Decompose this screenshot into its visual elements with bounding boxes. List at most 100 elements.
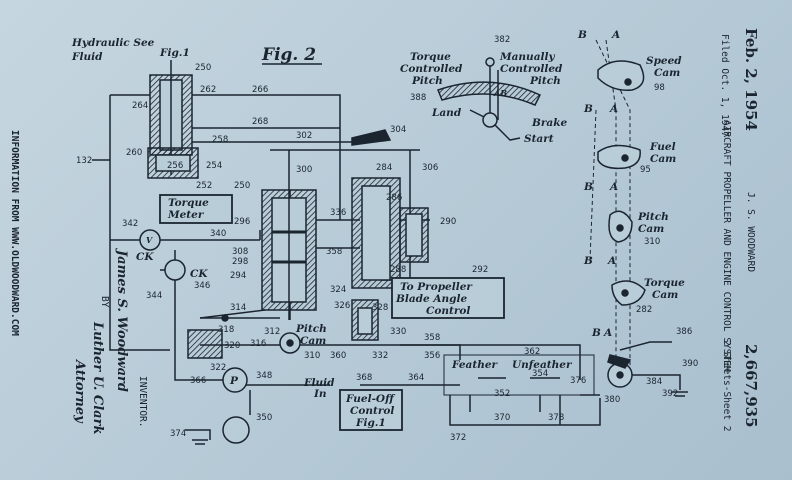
ref-98: 98 — [654, 83, 665, 93]
letter-b-3: B — [583, 181, 593, 193]
label-pitch-cam-2: Cam — [300, 335, 326, 347]
ref-310: 310 — [304, 351, 320, 361]
ref-300: 300 — [296, 165, 312, 175]
ref-286: 286 — [386, 193, 402, 203]
ref-380: 380 — [604, 395, 620, 405]
ref-374: 374 — [170, 429, 186, 439]
ref-322: 322 — [210, 363, 226, 373]
ref-292: 292 — [472, 265, 488, 275]
by-label: BY — [99, 296, 110, 308]
signature-block: INVENTOR. James S. Woodward BY Luther U.… — [72, 247, 148, 434]
ref-326: 326 — [334, 301, 350, 311]
ref-318: 318 — [218, 325, 234, 335]
ref-352: 352 — [494, 389, 510, 399]
label-fuel-off-2: Control — [350, 405, 394, 417]
label-propeller-3: Control — [426, 305, 470, 317]
label-fluid-in-1: Fluid — [303, 377, 335, 389]
ref-366: 366 — [190, 376, 206, 386]
ref-324: 324 — [330, 285, 346, 295]
letter-a-3: A — [609, 181, 618, 193]
ref-252: 252 — [196, 181, 212, 191]
ref-330: 330 — [390, 327, 406, 337]
ref-354: 354 — [532, 369, 548, 379]
ref-266: 266 — [252, 85, 268, 95]
ref-314: 314 — [230, 303, 246, 313]
ref-364: 364 — [408, 373, 424, 383]
ref-298: 298 — [232, 257, 248, 267]
label-torque-controlled-3: Pitch — [411, 75, 443, 87]
ref-358b: 358 — [424, 333, 440, 343]
label-propeller-1: To Propeller — [400, 281, 473, 293]
ref-250a: 250 — [195, 63, 211, 73]
ref-95: 95 — [640, 165, 651, 175]
ref-284: 284 — [376, 163, 392, 173]
letter-b-1: B — [577, 29, 587, 41]
letter-a-4: A — [607, 255, 616, 267]
label-fuel-off-1: Fuel-Off — [345, 393, 396, 405]
ref-348: 348 — [256, 371, 272, 381]
ref-390: 390 — [682, 359, 698, 369]
letter-b-4: B — [583, 255, 593, 267]
inventor-signature: James S. Woodward — [114, 247, 129, 392]
ref-312: 312 — [264, 327, 280, 337]
ref-372: 372 — [450, 433, 466, 443]
label-fig1-ref: Fig.1 — [159, 47, 190, 59]
ref-268: 268 — [252, 117, 268, 127]
ref-256: 256 — [167, 161, 183, 171]
patent-date: Feb. 2, 1954 — [742, 28, 760, 131]
ref-384: 384 — [646, 377, 662, 387]
label-torque-meter-2: Meter — [167, 209, 205, 221]
label-fuel-off-3: Fig.1 — [355, 417, 386, 429]
letter-b-2: B — [583, 103, 593, 115]
ref-362: 362 — [524, 347, 540, 357]
attorney-signature: Luther U. Clark — [90, 321, 105, 434]
ref-296: 296 — [234, 217, 250, 227]
label-torque-controlled-1: Torque — [410, 51, 451, 63]
ref-260: 260 — [126, 148, 142, 158]
label-fuel-cam-1: Fuel — [649, 141, 676, 153]
ref-392: 392 — [662, 389, 678, 399]
ref-382: 382 — [494, 35, 510, 45]
ref-344: 344 — [146, 291, 162, 301]
label-pitch-cam-right-1: Pitch — [637, 211, 669, 223]
sheet-count: 2 Sheets-Sheet 2 — [721, 340, 732, 432]
ref-386: 386 — [676, 327, 692, 337]
ref-350: 350 — [256, 413, 272, 423]
label-hydraulic: Hydraulic See — [71, 37, 155, 49]
ref-304: 304 — [390, 125, 406, 135]
label-feather: Feather — [451, 359, 499, 371]
ref-282: 282 — [636, 305, 652, 315]
label-unfeather: Unfeather — [512, 359, 573, 371]
ref-340: 340 — [210, 229, 226, 239]
letter-a-2: A — [609, 103, 618, 115]
ref-320: 320 — [224, 341, 240, 351]
ref-328: 328 — [372, 303, 388, 313]
label-propeller-2: Blade Angle — [395, 293, 467, 305]
ref-250b: 250 — [234, 181, 250, 191]
label-manually-1: Manually — [499, 51, 555, 63]
watermark-text: INFORMATION FROM WWW.OLDWOODWARD.COM — [9, 130, 20, 336]
label-torque-cam-2: Cam — [652, 289, 678, 301]
ref-388: 388 — [410, 93, 426, 103]
ref-356: 356 — [424, 351, 440, 361]
ref-258: 258 — [212, 135, 228, 145]
label-ck-2: CK — [190, 268, 208, 280]
ref-378: 378 — [548, 413, 564, 423]
ref-306: 306 — [422, 163, 438, 173]
inventor-name: J. S. WOODWARD — [745, 192, 756, 272]
label-torque-meter-1: Torque — [168, 197, 209, 209]
ref-288: 288 — [390, 265, 406, 275]
label-speed-cam-2: Cam — [654, 67, 680, 79]
label-torque-cam-1: Torque — [644, 277, 685, 289]
ref-294: 294 — [230, 271, 246, 281]
label-pitch-cam-1: Pitch — [295, 323, 327, 335]
filed-date: Filed Oct. 1, 1947 — [719, 34, 730, 137]
label-land: Land — [431, 107, 462, 119]
ref-316: 316 — [250, 339, 266, 349]
ref-360: 360 — [330, 351, 346, 361]
inventor-label: INVENTOR. — [137, 376, 148, 427]
components — [139, 57, 688, 445]
patent-header: Feb. 2, 1954 Filed Oct. 1, 1947 J. S. WO… — [719, 28, 760, 432]
label-speed-cam-1: Speed — [646, 55, 682, 67]
